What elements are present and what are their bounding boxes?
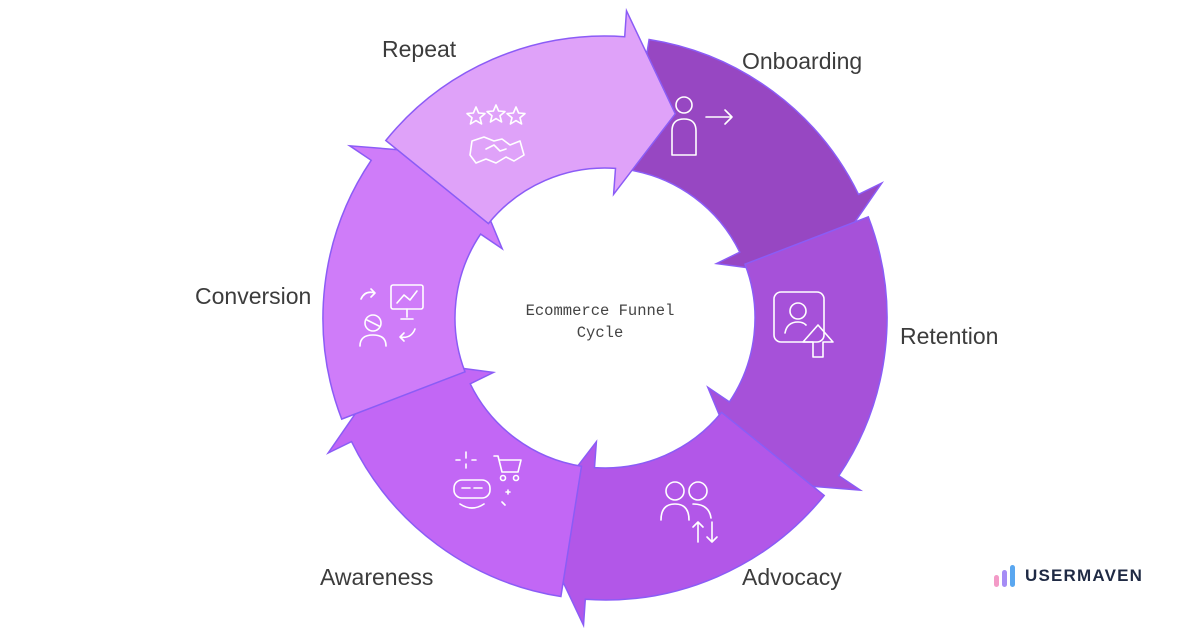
segment-onboarding bbox=[627, 38, 885, 278]
segment-repeat bbox=[384, 7, 677, 225]
segment-conversion bbox=[322, 144, 504, 421]
profile-upload-icon bbox=[773, 291, 834, 358]
stage-label-onboarding: Onboarding bbox=[742, 48, 863, 74]
segment-advocacy bbox=[533, 411, 826, 629]
segment-retention bbox=[706, 215, 888, 492]
stage-label-repeat: Repeat bbox=[382, 36, 457, 62]
cycle-segments bbox=[322, 7, 888, 629]
presentation-person-icon bbox=[359, 284, 424, 347]
center-title-line-2: Cycle bbox=[576, 324, 624, 342]
brand-name: USERMAVEN bbox=[1025, 566, 1144, 585]
usermaven-logo-icon bbox=[994, 565, 1016, 587]
stage-label-advocacy: Advocacy bbox=[742, 564, 842, 590]
person-arrow-icon bbox=[671, 96, 733, 156]
segment-awareness bbox=[325, 358, 583, 598]
stage-label-conversion: Conversion bbox=[195, 283, 312, 309]
stage-label-awareness: Awareness bbox=[320, 564, 434, 590]
stage-label-retention: Retention bbox=[900, 323, 999, 349]
brand: USERMAVEN bbox=[994, 565, 1143, 587]
cycle-icons bbox=[359, 96, 834, 543]
people-exchange-icon bbox=[660, 481, 718, 543]
logo-bar-3 bbox=[1010, 565, 1015, 587]
center-title: Ecommerce Funnel Cycle bbox=[470, 300, 730, 344]
logo-bar-2 bbox=[1002, 570, 1007, 587]
center-title-line-1: Ecommerce Funnel bbox=[525, 302, 675, 320]
vr-shopping-cart-icon bbox=[453, 451, 522, 509]
logo-bar-1 bbox=[994, 575, 999, 587]
stars-handshake-icon bbox=[466, 104, 526, 164]
